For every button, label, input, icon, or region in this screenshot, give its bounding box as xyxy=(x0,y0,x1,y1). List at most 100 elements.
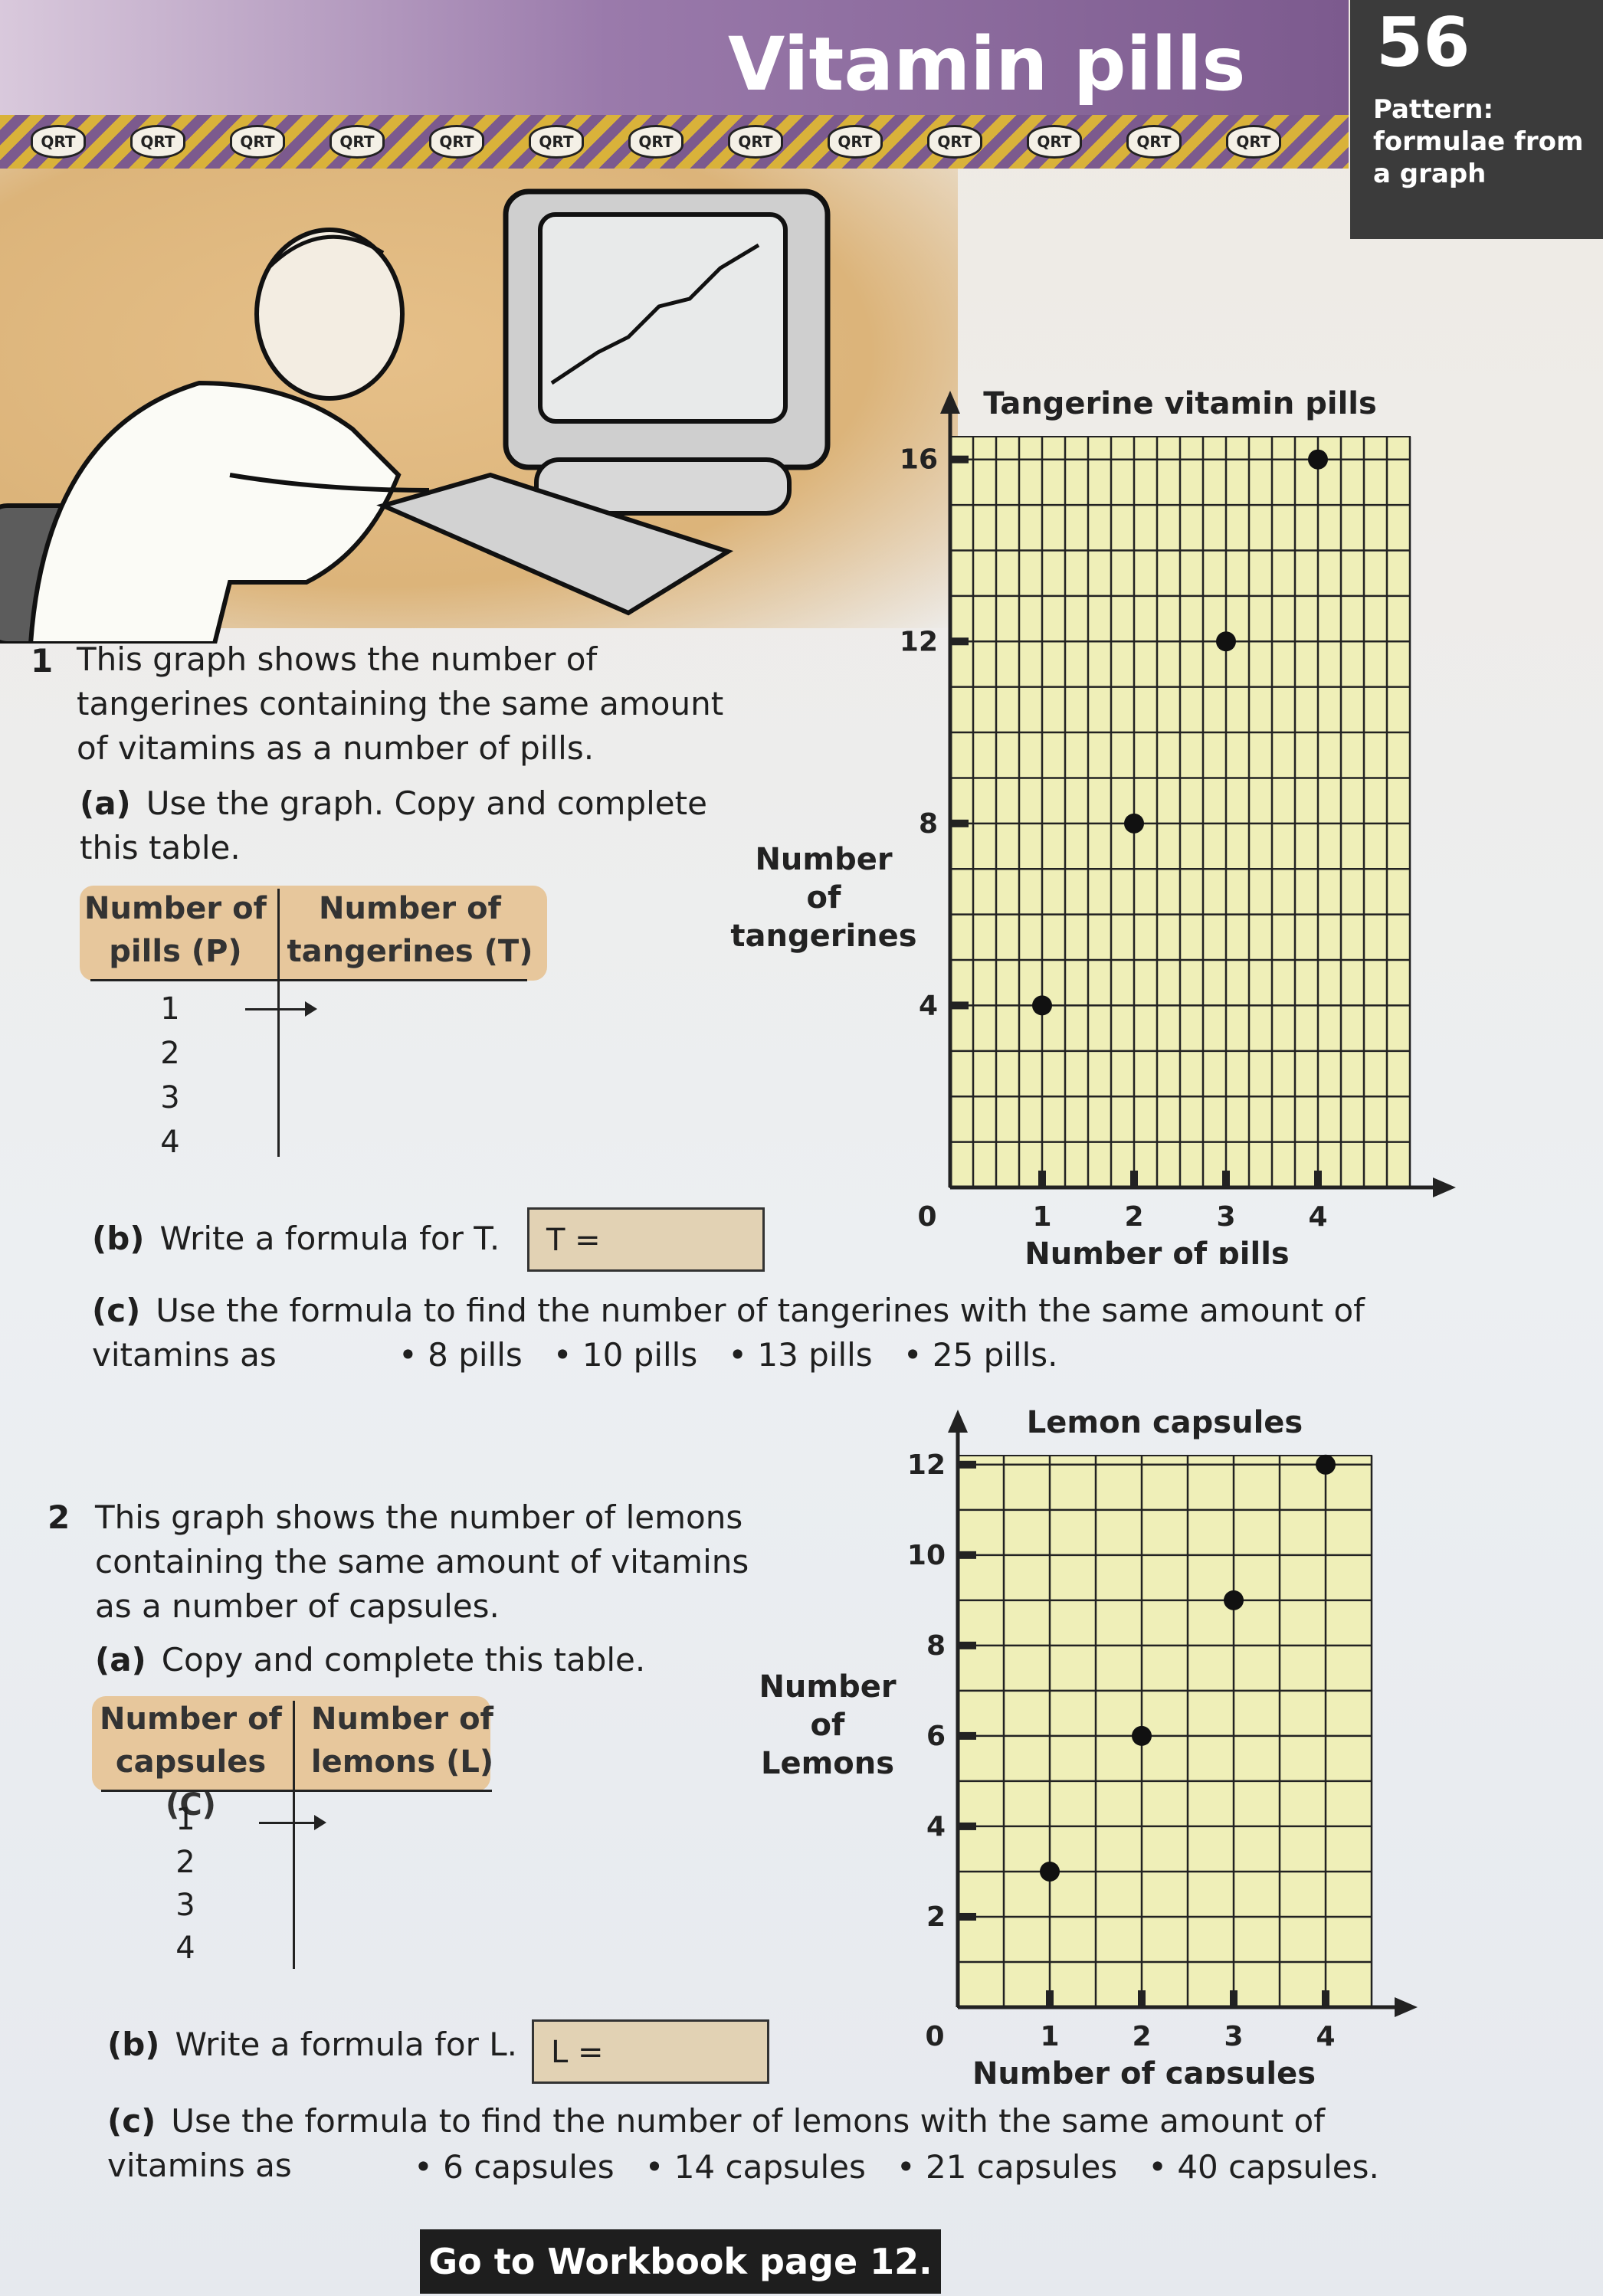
question-2c-text: Use the formula to find the number of le… xyxy=(107,2102,1325,2184)
x-tick-mark xyxy=(1222,1171,1230,1187)
data-point xyxy=(1124,813,1144,834)
table-1-row-value: 4 xyxy=(160,1125,180,1160)
plot-area xyxy=(957,1455,1372,2008)
y-tick-label: 4 xyxy=(919,990,938,1021)
table-2-row-value: 3 xyxy=(175,1888,195,1923)
table-2-col1-header: Number of capsules (C) xyxy=(100,1702,282,1823)
data-point xyxy=(1316,1454,1336,1475)
qrt-logo: QRT xyxy=(828,125,883,159)
x-tick-mark xyxy=(1138,1990,1146,2007)
y-axis-label: Number xyxy=(755,842,892,877)
x-tick-mark xyxy=(1130,1171,1138,1187)
question-2b: (b)Write a formula for L. xyxy=(107,2023,517,2067)
question-1c-label: (c) xyxy=(92,1292,141,1329)
bullet-item: • 25 pills. xyxy=(903,1336,1058,1374)
x-tick-label: 2 xyxy=(1132,2021,1151,2052)
x-tick-mark xyxy=(1314,1171,1322,1187)
y-tick-label: 12 xyxy=(900,626,938,657)
title-band xyxy=(0,0,1349,130)
x-tick-mark xyxy=(1230,1990,1237,2007)
question-2-number: 2 xyxy=(48,1498,70,1536)
y-axis-label: of xyxy=(811,1708,845,1743)
question-2a: (a) Copy and complete this table. xyxy=(95,1638,754,1682)
y-tick-label: 2 xyxy=(926,1901,946,1933)
bullet-item: • 21 capsules xyxy=(896,2148,1118,2186)
table-2-divider xyxy=(293,1701,295,1969)
question-1-number: 1 xyxy=(31,642,54,680)
table-2-header-line xyxy=(101,1790,492,1792)
unit-number: 56 xyxy=(1376,3,1470,82)
y-tick-mark xyxy=(958,1460,976,1469)
y-axis-label: Lemons xyxy=(761,1746,894,1781)
table-1-divider xyxy=(277,889,280,1157)
y-tick-mark xyxy=(950,637,969,646)
y-tick-label: 10 xyxy=(907,1540,946,1571)
x-axis-arrow-icon xyxy=(1433,1177,1456,1197)
y-tick-mark xyxy=(958,1641,976,1649)
chart-title: Lemon capsules xyxy=(1027,1405,1303,1440)
unit-subtitle: Pattern: formulae from a graph xyxy=(1373,94,1584,189)
x-tick-mark xyxy=(1046,1990,1054,2007)
workbook-footer: Go to Workbook page 12. xyxy=(420,2229,941,2294)
question-2c: (c)Use the formula to find the number of… xyxy=(107,2099,1425,2188)
y-tick-mark xyxy=(958,1731,976,1740)
x-tick-mark xyxy=(1038,1171,1046,1187)
question-1b: (b)Write a formula for T. xyxy=(92,1217,500,1261)
qrt-logo: QRT xyxy=(429,125,484,159)
y-tick-mark xyxy=(958,1551,976,1559)
y-axis-arrow-icon xyxy=(940,391,960,414)
x-tick-label: 0 xyxy=(917,1201,936,1233)
question-1b-label: (b) xyxy=(92,1220,145,1257)
table-2-row-value: 2 xyxy=(175,1845,195,1880)
x-tick-label: 4 xyxy=(1308,1201,1327,1233)
data-point xyxy=(1216,631,1236,652)
x-axis-label: Number of pills xyxy=(1024,1236,1289,1264)
qrt-logo: QRT xyxy=(529,125,584,159)
question-2c-items: • 6 capsules• 14 capsules• 21 capsules• … xyxy=(383,2145,1379,2190)
y-axis-label: of xyxy=(807,880,841,915)
question-1a: (a)Use the graph. Copy and complete this… xyxy=(80,781,739,870)
formula-t-box[interactable]: T = xyxy=(527,1207,765,1272)
y-tick-label: 8 xyxy=(919,808,938,840)
y-axis-arrow-icon xyxy=(948,1410,968,1433)
table-2-row-value: 4 xyxy=(175,1931,195,1966)
qrt-logo: QRT xyxy=(329,125,385,159)
y-tick-mark xyxy=(958,1822,976,1830)
question-2a-text: Copy and complete this table. xyxy=(161,1641,646,1679)
x-tick-label: 3 xyxy=(1224,2021,1243,2052)
question-1c-items: • 8 pills• 10 pills• 13 pills• 25 pills. xyxy=(368,1333,1058,1377)
table-1-col2-header: Number of tangerines (T) xyxy=(287,891,533,969)
table-1-arrow-icon xyxy=(245,1001,317,1017)
qrt-logo: QRT xyxy=(1126,125,1182,159)
data-point xyxy=(1032,995,1052,1016)
page-title: Vitamin pills xyxy=(728,21,1246,107)
chart-title: Tangerine vitamin pills xyxy=(983,386,1377,421)
question-1c: (c)Use the formula to find the number of… xyxy=(92,1289,1410,1377)
formula-l-box[interactable]: L = xyxy=(532,2019,769,2084)
table-1-col1-header: Number of pills (P) xyxy=(84,891,267,969)
question-2a-label: (a) xyxy=(95,1641,146,1679)
x-tick-label: 4 xyxy=(1316,2021,1335,2052)
bullet-item: • 10 pills xyxy=(552,1336,698,1374)
scientist-illustration xyxy=(0,188,831,644)
question-1a-label: (a) xyxy=(80,784,131,822)
table-1-header-background xyxy=(80,886,547,981)
table-1-header-line xyxy=(90,979,527,981)
x-axis-label: Number of capsules xyxy=(972,2056,1316,2084)
y-tick-label: 6 xyxy=(926,1721,946,1752)
x-tick-label: 2 xyxy=(1124,1201,1143,1233)
question-2c-label: (c) xyxy=(107,2102,156,2140)
bullet-item: • 8 pills xyxy=(398,1336,523,1374)
question-2b-text: Write a formula for L. xyxy=(175,2026,517,2063)
question-2-intro: This graph shows the number of lemons co… xyxy=(95,1498,749,1625)
data-point xyxy=(1224,1590,1244,1610)
qrt-logo: QRT xyxy=(1027,125,1082,159)
question-1-intro: This graph shows the number of tangerine… xyxy=(77,640,724,767)
y-tick-mark xyxy=(958,1912,976,1921)
y-axis-label: tangerines xyxy=(730,919,916,954)
